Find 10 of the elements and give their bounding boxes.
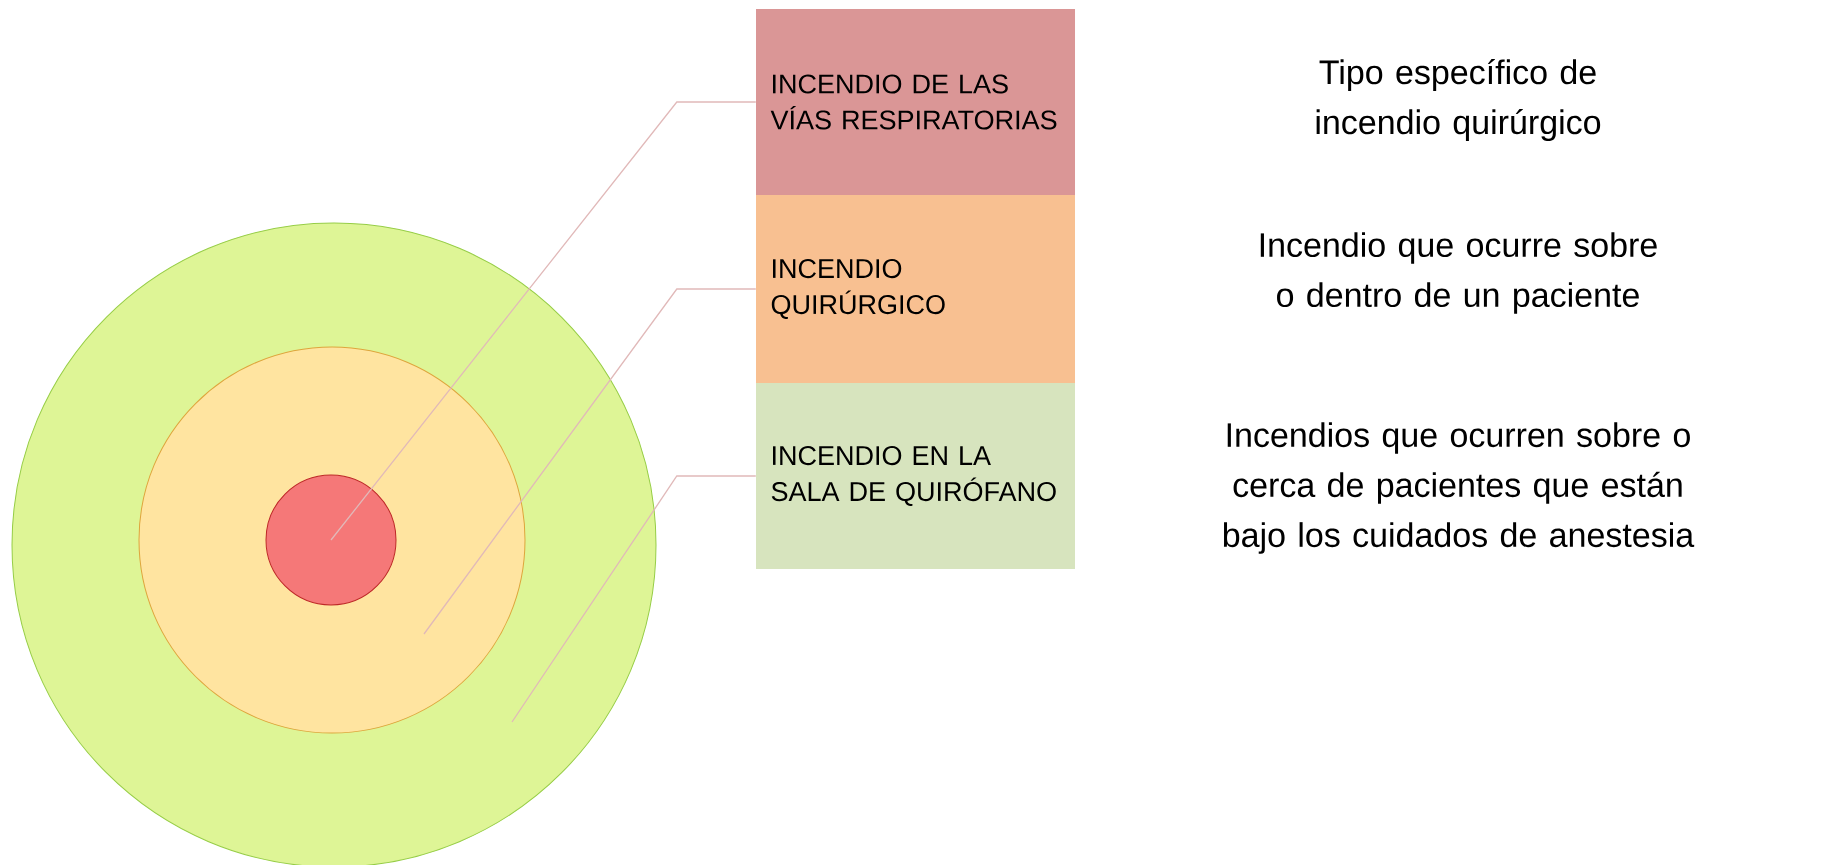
circle (265, 474, 397, 606)
label-box: INCENDIO DE LAS VÍAS RESPIRATORIAS (756, 9, 1075, 195)
description-text: Tipo específico de incendio quirúrgico (1316, 58, 1601, 142)
description-text: Incendio que ocurre sobre o dentro de un paciente (1260, 232, 1657, 314)
leader-line (423, 288, 757, 635)
leader-line (330, 101, 757, 541)
label-box: INCENDIO QUIRÚRGICO (756, 195, 1075, 383)
description-text: Incendios que ocurren sobre o cerca de pacientes que están bajo los cuidados de anestesia (1223, 422, 1695, 554)
label-box: INCENDIO EN LA SALA DE QUIRÓFANO (756, 383, 1075, 569)
leader-line (511, 475, 757, 723)
